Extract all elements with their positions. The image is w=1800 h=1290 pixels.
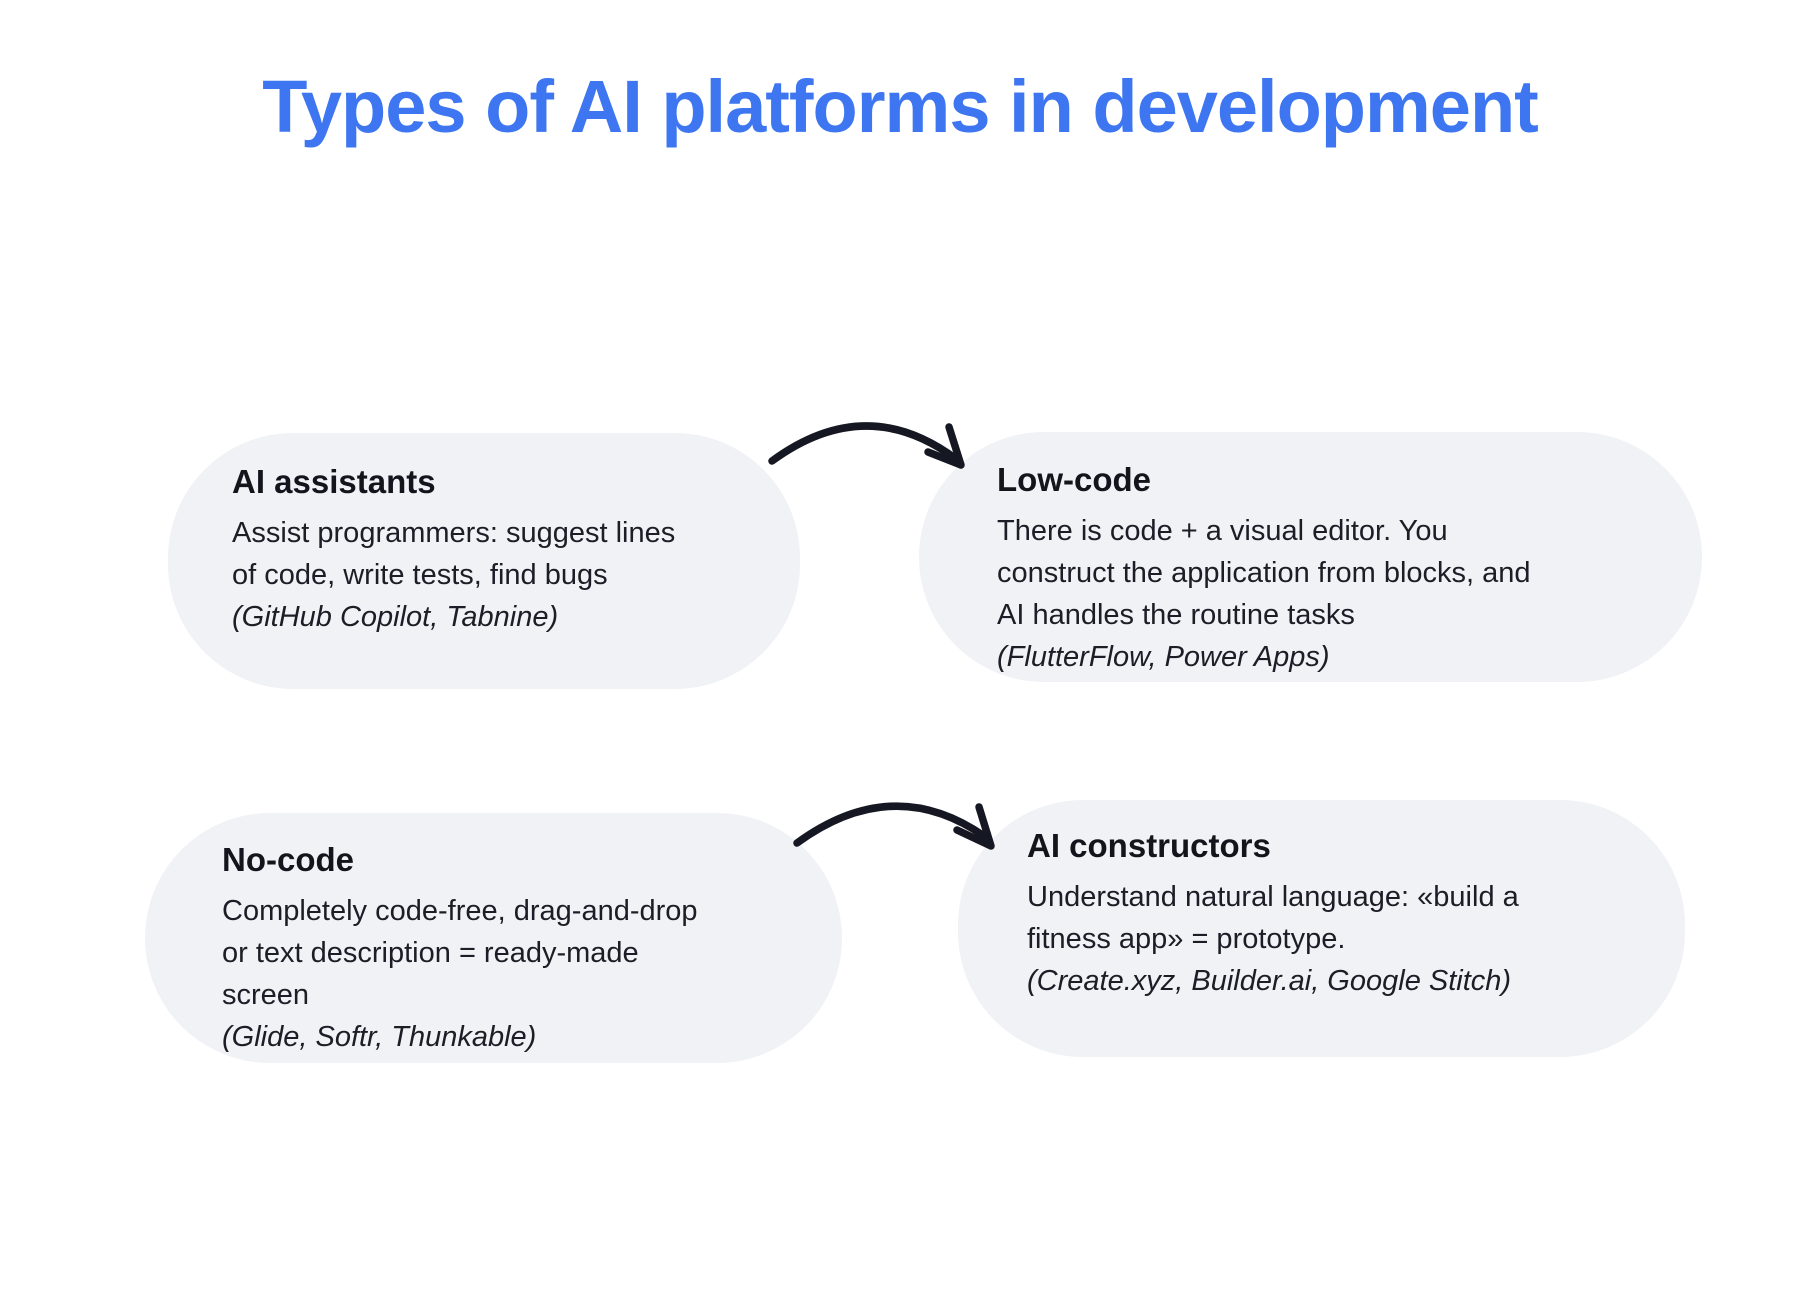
card-no-code: No-code Completely code-free, drag-and-d… xyxy=(145,813,842,1063)
card-low-code-heading: Low-code xyxy=(997,461,1151,498)
card-low-code-examples: (FlutterFlow, Power Apps) xyxy=(997,641,1330,673)
card-ai-assistants: AI assistants Assist programmers: sugges… xyxy=(168,433,800,689)
card-ai-constructors-heading: AI constructors xyxy=(1027,827,1271,864)
card-low-code-description: There is code + a visual editor. You con… xyxy=(997,515,1531,631)
card-ai-assistants-heading: AI assistants xyxy=(232,463,436,500)
card-no-code-examples: (Glide, Softr, Thunkable) xyxy=(222,1021,537,1053)
card-ai-constructors-description: Understand natural language: «build a fi… xyxy=(1027,881,1519,955)
card-ai-assistants-examples: (GitHub Copilot, Tabnine) xyxy=(232,601,559,633)
card-ai-assistants-description: Assist programmers: suggest lines of cod… xyxy=(232,517,676,591)
arrow-no-code-to-ai-constructors xyxy=(793,802,995,850)
card-ai-constructors-examples: (Create.xyz, Builder.ai, Google Stitch) xyxy=(1027,965,1512,997)
arrow-ai-assistants-to-low-code xyxy=(768,422,965,469)
card-no-code-heading: No-code xyxy=(222,841,354,878)
card-low-code: Low-code There is code + a visual editor… xyxy=(919,432,1702,682)
card-no-code-description: Completely code-free, drag-and-drop or t… xyxy=(222,895,698,1011)
page-title: Types of AI platforms in development xyxy=(262,65,1539,148)
card-ai-constructors: AI constructors Understand natural langu… xyxy=(958,800,1685,1057)
